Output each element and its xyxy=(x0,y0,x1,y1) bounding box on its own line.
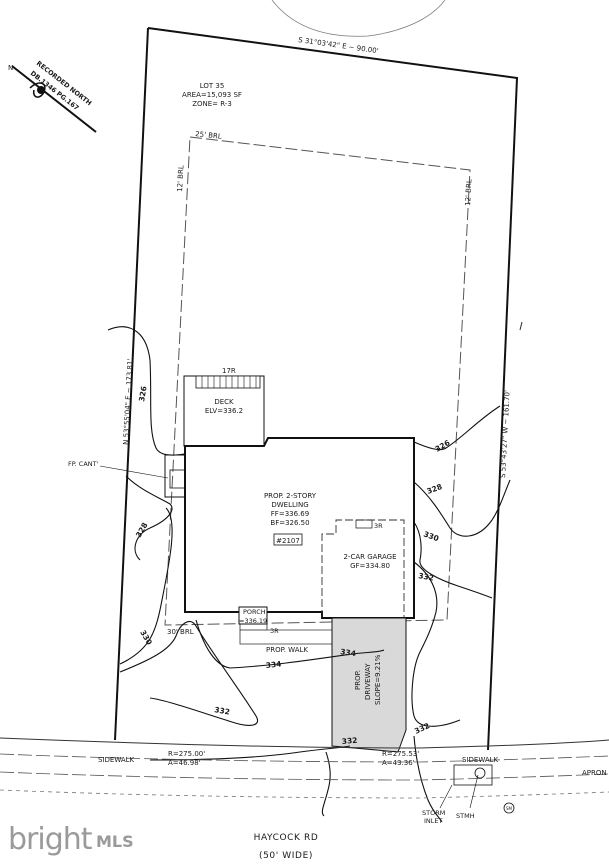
contour-332-left xyxy=(119,621,258,726)
deck: 17R DECK ELV=336.2 xyxy=(183,367,265,447)
property-boundary xyxy=(114,27,519,751)
storm-structure: SM STORM INLET STMH xyxy=(422,764,515,825)
driveway-line1: PROP. xyxy=(354,670,362,690)
porch-steps-label: 3R xyxy=(270,627,279,635)
garage-gf: GF=334.80 xyxy=(350,562,390,570)
contour-330-left xyxy=(119,507,173,665)
dwelling-ff: FF=336.69 xyxy=(271,510,309,518)
contour-334 xyxy=(195,619,385,669)
sidewalk-right-label: SIDEWALK xyxy=(462,756,499,764)
setback-line xyxy=(164,136,471,626)
contour-label-326-right: 326 xyxy=(434,438,452,454)
contour-lines xyxy=(107,326,511,823)
setback-left-label: 12' BRL xyxy=(176,165,185,192)
driveway-line3: SLOPE=9.21% xyxy=(374,654,382,705)
fireplace-label: FP. CANT' xyxy=(68,460,99,468)
road-width: (50' WIDE) xyxy=(259,851,313,861)
sidewalk-left-label: SIDEWALK xyxy=(98,756,135,764)
porch-elevation: =336.19 xyxy=(239,617,267,625)
dwelling-line1: PROP. 2-STORY xyxy=(264,492,317,500)
driveway-line2: DRIVEWAY xyxy=(364,663,372,700)
watermark-suffix: MLS xyxy=(96,832,134,851)
contour-label-326-left: 326 xyxy=(137,385,149,402)
garage-steps-label: 3R xyxy=(374,522,383,530)
garage: 3R 2-CAR GARAGE GF=334.80 xyxy=(321,519,405,618)
stmh-label: STMH xyxy=(456,812,475,820)
contour-label-334-mid: 334 xyxy=(265,659,282,670)
garage-label: 2-CAR GARAGE xyxy=(343,553,396,561)
bright-mls-watermark: bright MLS xyxy=(0,818,140,864)
stmh-symbol xyxy=(503,802,515,814)
contour-label-332-corner: 332 xyxy=(413,721,431,736)
house-number-box xyxy=(273,533,303,546)
driveway: PROP. DRIVEWAY SLOPE=9.21% xyxy=(331,617,407,753)
lot-name: LOT 35 xyxy=(200,82,225,90)
curve-left-arc: A=46.98' xyxy=(168,759,201,767)
contour-332-road-right xyxy=(413,735,443,823)
contour-label-332-drive: 332 xyxy=(341,736,357,746)
road-name: HAYCOCK RD xyxy=(254,833,319,843)
dwelling: PROP. 2-STORY DWELLING FF=336.69 BF=326.… xyxy=(184,437,415,619)
cul-de-sac-arc xyxy=(271,0,446,37)
deck-elevation: ELV=336.2 xyxy=(205,407,243,415)
contour-label-332-right: 332 xyxy=(418,571,435,583)
deck-steps-label: 17R xyxy=(222,367,236,375)
lot-area: AREA=15,093 SF xyxy=(182,91,242,99)
setback-front-label: 30' BRL xyxy=(167,628,194,636)
curve-right-radius: R=275.53' xyxy=(382,750,419,758)
dwelling-bf: BF=326.50 xyxy=(270,519,309,527)
storm-inlet-line2: INLET xyxy=(424,817,443,825)
lot-zone: ZONE= R-3 xyxy=(192,100,232,108)
contour-328-left xyxy=(125,475,173,561)
contour-label-332-mid: 332 xyxy=(214,705,231,717)
boundary-top-label: S 31°03'42" E ~ 90.00' xyxy=(298,36,379,55)
sidewalk-lines xyxy=(0,737,609,799)
contour-330-right xyxy=(413,521,493,599)
deck-label: DECK xyxy=(214,398,234,406)
storm-inlet xyxy=(453,764,493,786)
stmh-symbol-label: SM xyxy=(506,806,513,811)
porch-steps xyxy=(239,623,268,631)
contour-326-right xyxy=(413,405,501,451)
contour-label-330-left: 330 xyxy=(138,629,154,647)
north-arrow: N RECORDED NORTH DB.1346 PG.167 xyxy=(8,59,97,133)
deck-stairs xyxy=(195,375,261,389)
storm-inlet-line1: STORM xyxy=(422,809,445,817)
porch: PORCH =336.19 3R xyxy=(238,606,279,635)
contour-326-left xyxy=(107,326,185,456)
garage-steps xyxy=(355,519,373,529)
boundary-right-label: S 53°43'27" W ~ 161.70' xyxy=(499,390,512,478)
storm-manhole xyxy=(474,767,486,779)
walk: PROP. WALK xyxy=(239,629,332,654)
contour-label-334-walk: 334 xyxy=(340,647,357,658)
dwelling-line2: DWELLING xyxy=(271,501,308,509)
setback-rear-label: 25' BRL xyxy=(195,130,222,141)
setback-right-label: 12' BRL xyxy=(464,179,473,206)
boundary-left-label: N 53°55'04" E ~ 173.81' xyxy=(122,359,135,446)
porch-label: PORCH xyxy=(243,608,266,616)
north-arrow-letter: N xyxy=(8,64,13,72)
watermark-brand: bright xyxy=(8,822,93,857)
contour-label-330-right: 330 xyxy=(422,529,440,543)
house-number: #2107 xyxy=(276,537,300,545)
contour-332-road xyxy=(321,751,331,817)
apron-label: APRON xyxy=(582,769,607,777)
contour-label-328-right: 328 xyxy=(426,482,444,496)
curve-left-radius: R=275.00' xyxy=(168,750,205,758)
contour-332-right xyxy=(411,561,461,727)
contour-328-right xyxy=(413,479,511,537)
walk-label: PROP. WALK xyxy=(266,646,308,654)
boundary-extension xyxy=(519,321,523,331)
curve-right-arc: A=43.36' xyxy=(382,759,415,767)
